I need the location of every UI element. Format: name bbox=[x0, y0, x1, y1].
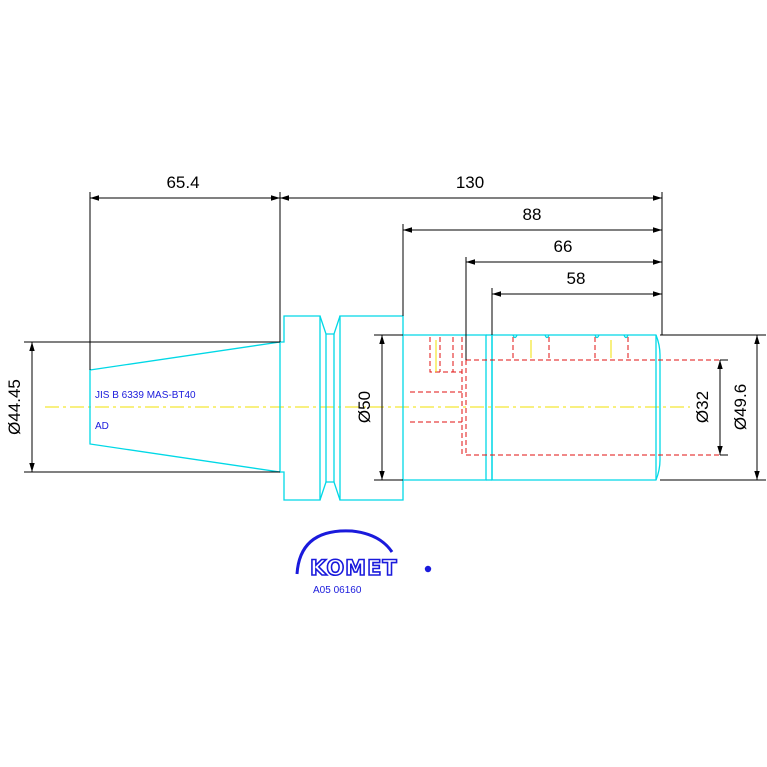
part-number: A05 06160 bbox=[313, 585, 362, 596]
dim-dia-44-45: Ø44.45 bbox=[5, 379, 24, 435]
thread-marks bbox=[435, 340, 612, 372]
komet-logo: KOMET bbox=[295, 529, 432, 581]
dim-dia-49-6: Ø49.6 bbox=[731, 384, 750, 430]
dim-dia-50: Ø50 bbox=[355, 391, 374, 423]
hidden-bore bbox=[410, 337, 720, 456]
dim-58: 58 bbox=[567, 269, 586, 288]
logo-registered-mark bbox=[424, 565, 432, 573]
dimension-lines bbox=[24, 192, 766, 481]
standard-note: JIS B 6339 MAS-BT40 bbox=[95, 390, 196, 401]
logo-arc bbox=[295, 529, 394, 575]
dim-88: 88 bbox=[523, 205, 542, 224]
dim-130: 130 bbox=[456, 173, 484, 192]
variant-note: AD bbox=[95, 421, 109, 432]
logo-brand-text: KOMET bbox=[310, 556, 398, 580]
dim-66: 66 bbox=[554, 237, 573, 256]
dim-65-4: 65.4 bbox=[166, 173, 199, 192]
dim-dia-32: Ø32 bbox=[693, 391, 712, 423]
